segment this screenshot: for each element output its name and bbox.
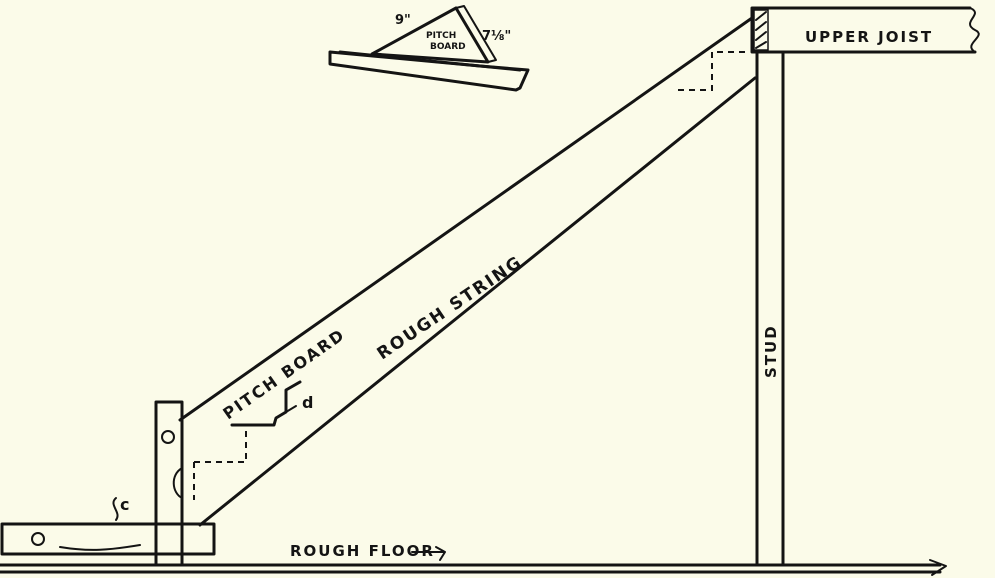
step-layout xyxy=(193,426,247,500)
string-top-layout xyxy=(678,51,748,91)
wedge-c xyxy=(112,497,119,521)
joist-end-section xyxy=(753,9,769,51)
upper-joist xyxy=(750,6,977,54)
pitch-board-label: PITCH BOARD xyxy=(219,325,348,424)
inset-name-line2: BOARD xyxy=(430,42,466,52)
rough-string xyxy=(178,16,757,527)
joist-break-mark xyxy=(969,7,980,53)
stud-label: STUD xyxy=(762,324,780,378)
rough-floor-label: ROUGH FLOOR xyxy=(290,542,435,560)
upper-joist-label: UPPER JOIST xyxy=(805,28,933,46)
bottom-block xyxy=(0,522,216,556)
block-grain xyxy=(59,544,141,551)
inset-triangle xyxy=(370,6,490,64)
inset-run-label: 9" xyxy=(395,13,411,28)
post-bolt xyxy=(161,430,175,444)
floor-break-mark xyxy=(929,559,947,576)
inset-name-line1: PITCH xyxy=(426,31,456,41)
letter-d-label: d xyxy=(302,393,313,412)
pitch-board-on-string xyxy=(230,380,302,427)
rough-floor-arrow xyxy=(411,546,446,561)
inset-rise-label: 7⅛" xyxy=(482,29,511,44)
pitch-board-edge xyxy=(285,405,297,413)
block-bolt xyxy=(31,532,45,546)
post-notch xyxy=(172,467,183,499)
joist-hatching xyxy=(755,11,767,49)
post xyxy=(154,400,184,567)
pitch-board-inset: 9" 7⅛" PITCH BOARD xyxy=(328,5,530,92)
inset-triangle-edge xyxy=(455,5,497,63)
stud xyxy=(755,50,785,567)
letter-c-label: c xyxy=(120,495,129,514)
inset-base-edge xyxy=(338,50,522,72)
